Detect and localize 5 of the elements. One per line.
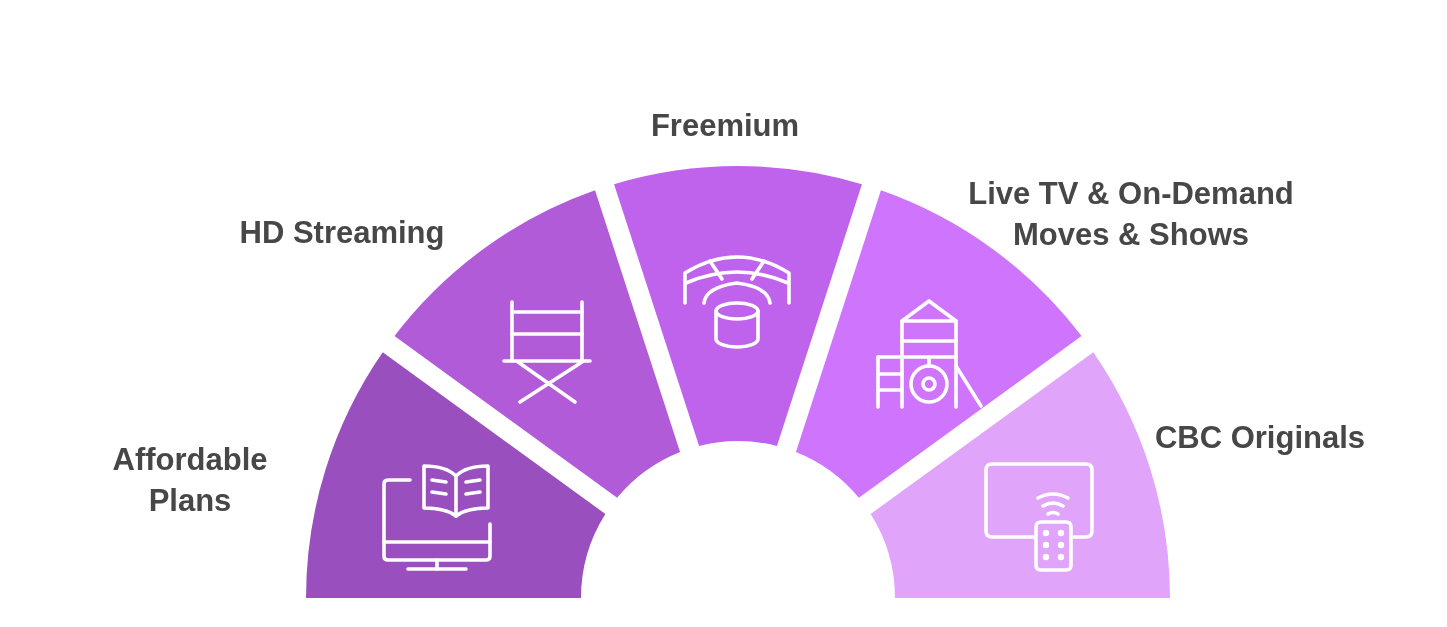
segment-label: Affordable Plans (111, 441, 269, 520)
segment-label: Freemium (649, 107, 801, 145)
segment-label: Live TV & On-Demand Moves & Shows (967, 175, 1295, 254)
segment-label: CBC Originals (1153, 419, 1367, 457)
segment-label: HD Streaming (238, 214, 446, 252)
